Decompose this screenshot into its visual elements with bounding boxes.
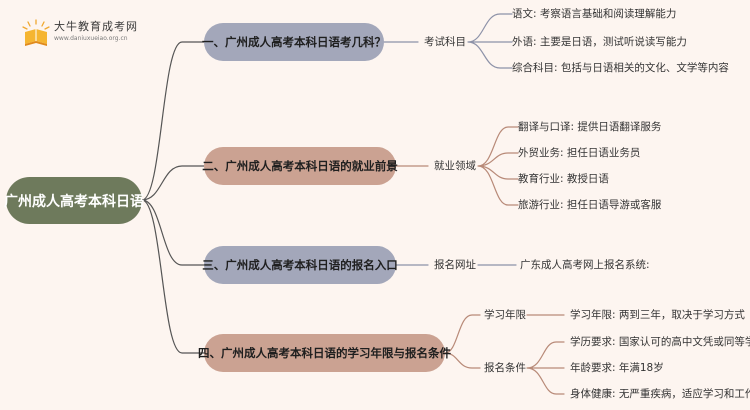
connector-root-branch-2 [141, 165, 205, 201]
branch-4-sub-2-item-2: 年龄要求: 年满18岁 [570, 362, 664, 374]
branch-4-sub-2-item-3: 身体健康: 无严重疾病，适应学习和工作 [570, 388, 750, 400]
branch-node-4: 四、广州成人高考本科日语的学习年限与报名条件 [198, 334, 451, 372]
branch-4-sub-1-label: 学习年限 [484, 309, 526, 321]
site-logo[interactable]: 大牛教育成考网 www.daniuxueiao.org.cn [20, 18, 190, 50]
branch-4-sub-1-item-1: 学习年限: 两到三年，取决于学习方式 [570, 309, 745, 321]
branch-1-label: 考试科目 [424, 36, 466, 48]
logo-name: 大牛教育成考网 [54, 20, 138, 33]
book-logo-icon [22, 19, 50, 46]
connector-label-2-items [477, 126, 519, 206]
branch-1-item-1: 语文: 考察语言基础和阅读理解能力 [512, 8, 677, 20]
branch-3-label: 报名网址 [434, 259, 476, 271]
connector-root-branch-4 [141, 199, 205, 354]
branch-4-sub-2-item-1: 学历要求: 国家认可的高中文凭或同等学历 [570, 336, 750, 348]
branch-2-label: 就业领域 [434, 160, 476, 172]
branch-node-2: 二、广州成人高考本科日语的就业前景 [202, 147, 398, 185]
logo-url: www.daniuxueiao.org.cn [54, 35, 128, 42]
branch-1-item-2: 外语: 主要是日语，测试听说读写能力 [512, 36, 687, 48]
branch-node-3: 三、广州成人高考本科日语的报名入口 [202, 246, 398, 284]
branch-4-sub-2-label: 报名条件 [484, 362, 526, 374]
branch-2-item-4: 旅游行业: 担任日语导游或客服 [518, 199, 662, 211]
connector-root-branch-1 [141, 41, 205, 201]
connector-sub-2-items [526, 341, 565, 395]
branch-3-item-1: 广东成人高考网上报名系统: [520, 259, 650, 271]
root-node: 广州成人高考本科日语 [4, 177, 144, 224]
branch-2-item-1: 翻译与口译: 提供日语翻译服务 [518, 121, 662, 133]
branch-2-item-2: 外贸业务: 担任日语业务员 [518, 147, 641, 159]
connector-label-1-items [467, 13, 513, 69]
connector-root-branch-3 [141, 199, 205, 266]
branch-2-item-3: 教育行业: 教授日语 [518, 173, 609, 185]
branch-1-item-3: 综合科目: 包括与日语相关的文化、文学等内容 [512, 62, 729, 74]
connector-branch-4-sub [444, 314, 481, 369]
branch-node-1: 一、广州成人高考本科日语考几科？ [202, 23, 386, 61]
